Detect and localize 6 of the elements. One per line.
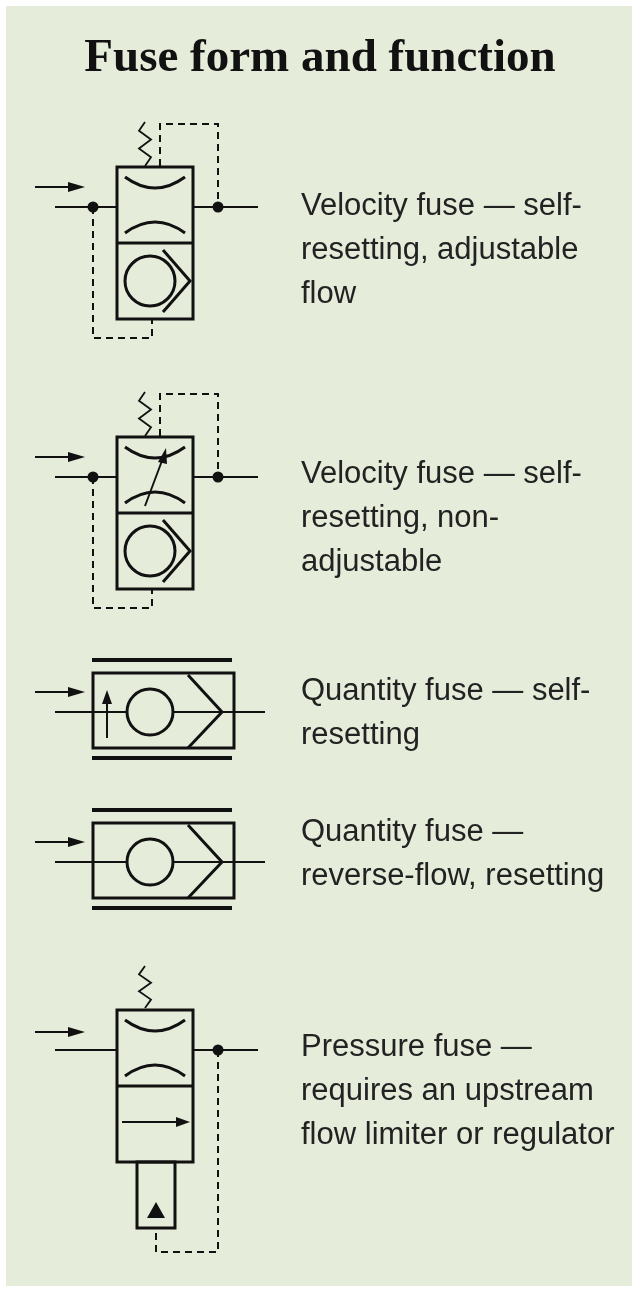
symbol-description: Pressure fuse — requires an upstream flow limiter or regulator: [301, 1027, 616, 1153]
symbol-description: Velocity fuse — self-resetting, adjustable flow: [301, 186, 583, 312]
symbol-description: Quantity fuse — self-resetting: [301, 671, 592, 753]
diagram-title: Fuse form and function: [83, 28, 557, 82]
symbol-description: Velocity fuse — self-resetting, non-adjustable: [301, 454, 583, 580]
symbol-description: Quantity fuse — reverse-flow, resetting: [301, 812, 606, 894]
